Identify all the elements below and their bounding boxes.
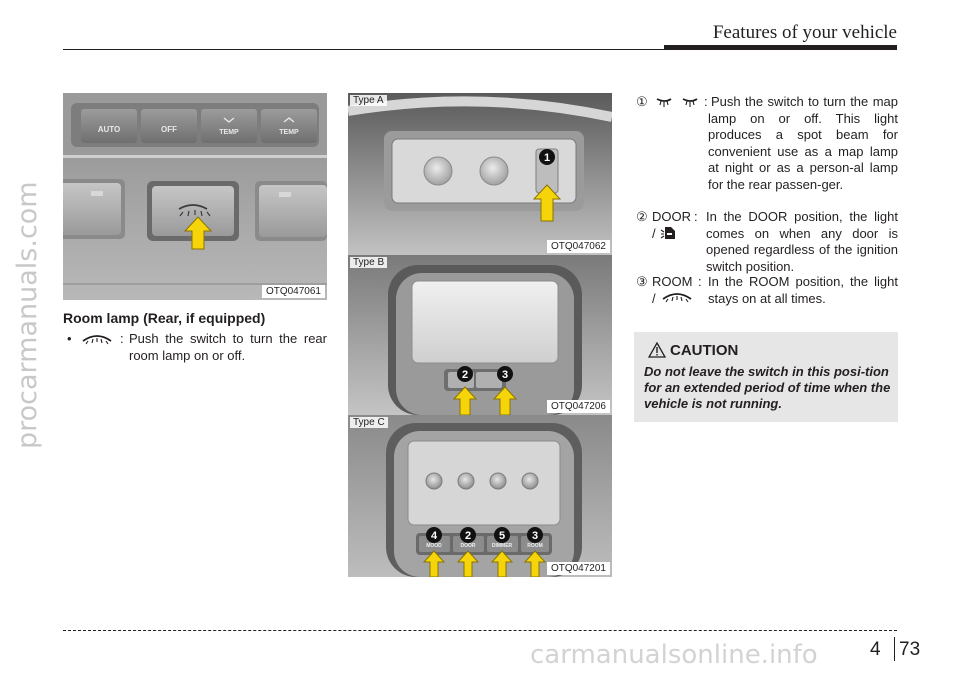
item-number: ③	[636, 274, 648, 289]
header-rule	[63, 49, 897, 50]
door-description: In the DOOR position, the light comes on…	[706, 209, 898, 274]
callout-5: 5	[499, 530, 505, 542]
caution-box: CAUTION Do not leave the switch in this …	[634, 332, 898, 422]
rear-room-lamp-photo: AUTO OFF TEMP TEMP	[63, 93, 327, 300]
section-title: Features of your vehicle	[712, 22, 897, 43]
type-c-figure: MOOD DOOR DIMMER ROOM 4 2 5 3 Type C OTQ…	[348, 415, 612, 577]
push-arrow-icon	[452, 386, 478, 415]
temp-up-label: TEMP	[279, 129, 299, 136]
door-lamp-icon	[660, 227, 675, 239]
side-watermark: procarmanuals.com	[12, 181, 43, 449]
type-a-photo: 1	[348, 93, 612, 255]
room-term: ROOM	[652, 274, 693, 289]
bottom-watermark: carmanualsonline.info	[530, 640, 818, 670]
item-number: ②	[636, 209, 648, 224]
callout-2: 2	[465, 530, 471, 542]
type-c-label: Type C	[350, 417, 388, 428]
type-b-photo: 2 3	[348, 255, 612, 415]
caution-text: Do not leave the switch in this posi-tio…	[644, 364, 891, 411]
room-description: In the ROOM position, the light stays on…	[708, 274, 898, 306]
type-a-figure: 1 Type A OTQ047062	[348, 93, 612, 255]
push-arrow-icon	[183, 216, 213, 250]
separator: :	[120, 331, 124, 346]
type-b-figure: 2 3 Type B OTQ047206	[348, 255, 612, 415]
map-lamp-icon	[656, 98, 698, 107]
page-divider	[894, 637, 895, 661]
push-arrow-icon	[523, 550, 547, 577]
type-c-photo: MOOD DOOR DIMMER ROOM 4 2 5 3	[348, 415, 612, 577]
auto-button-label: AUTO	[98, 125, 121, 134]
page-number: 73	[899, 639, 921, 660]
caution-title: CAUTION	[670, 342, 739, 359]
definition-map-lamp: ① : Push the switch to turn the map lamp…	[636, 94, 898, 204]
type-a-code: OTQ047062	[546, 240, 610, 253]
rear-room-lamp-icon	[82, 335, 112, 345]
slash: /	[652, 226, 656, 241]
door-term: DOOR	[652, 209, 691, 224]
warning-triangle-icon	[648, 342, 666, 358]
separator: :	[694, 209, 698, 224]
definition-door: ② DOOR : / In the DOOR position, the lig…	[636, 209, 898, 274]
room-button-label: ROOM	[527, 543, 543, 549]
callout-4: 4	[431, 530, 438, 542]
definition-room: ③ ROOM : / In the ROOM position, the lig…	[636, 274, 898, 308]
bullet: •	[67, 331, 72, 346]
push-arrow-icon	[456, 550, 480, 577]
push-arrow-icon	[532, 184, 562, 222]
push-arrow-icon	[490, 550, 514, 577]
header-rule-accent	[664, 45, 897, 50]
callout-2: 2	[462, 369, 468, 381]
chapter-number: 4	[870, 639, 881, 660]
dimmer-button-label: DIMMER	[492, 543, 513, 549]
off-button-label: OFF	[161, 125, 177, 134]
section-heading: Room lamp (Rear, if equipped)	[63, 310, 266, 326]
figure-code: OTQ047061	[261, 285, 325, 298]
callout-1: 1	[544, 152, 550, 164]
separator: :	[704, 94, 708, 109]
type-b-label: Type B	[350, 257, 388, 268]
description-text: Push the switch to turn the rear room la…	[129, 331, 327, 363]
mood-button-label: MOOD	[426, 543, 442, 549]
push-arrow-icon	[492, 386, 518, 415]
type-a-label: Type A	[350, 95, 387, 106]
type-c-code: OTQ047201	[546, 562, 610, 575]
type-b-code: OTQ047206	[546, 400, 610, 413]
map-lamp-description: Push the switch to turn the map lamp on …	[708, 94, 898, 192]
push-arrow-icon	[422, 550, 446, 577]
temp-down-label: TEMP	[219, 129, 239, 136]
item-number: ①	[636, 94, 648, 109]
footer-rule	[63, 630, 897, 631]
callout-3: 3	[502, 369, 508, 381]
room-lamp-icon	[662, 293, 692, 303]
rear-room-lamp-figure: AUTO OFF TEMP TEMP OTQ047061	[63, 93, 327, 300]
slash: /	[652, 291, 656, 306]
door-button-label: DOOR	[461, 543, 476, 549]
callout-3: 3	[532, 530, 538, 542]
separator: :	[698, 274, 702, 289]
